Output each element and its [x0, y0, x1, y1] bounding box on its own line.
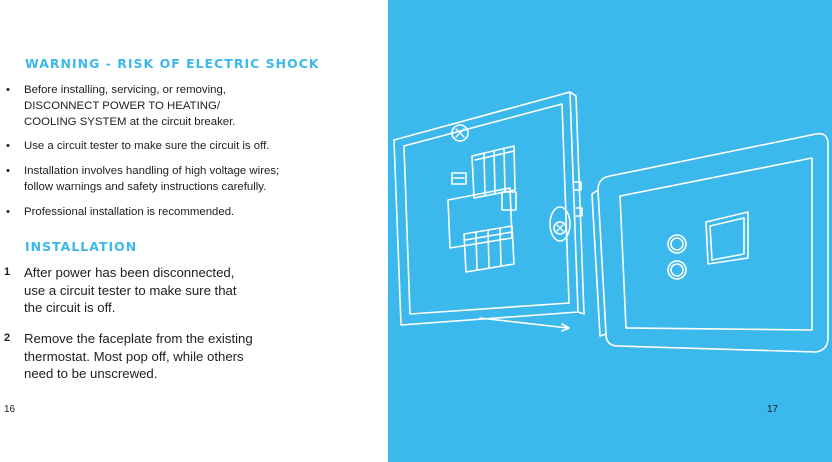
bullet-line: DISCONNECT POWER TO HEATING/	[24, 100, 220, 112]
button-icon	[667, 234, 687, 254]
left-page: WARNING - RISK OF ELECTRIC SHOCK • Befor…	[0, 0, 388, 462]
arrow-icon	[479, 317, 569, 329]
step-line: Remove the faceplate from the existing	[24, 331, 253, 346]
step-line: need to be unscrewed.	[24, 366, 158, 381]
wall-plate	[393, 91, 579, 326]
installation-step-1: 1 After power has been disconnected, use…	[0, 264, 340, 317]
bullet-dot: •	[6, 84, 10, 96]
bullet-line: Professional installation is recommended…	[24, 206, 235, 218]
bullet-dot: •	[6, 140, 10, 152]
installation-heading: INSTALLATION	[25, 239, 138, 254]
warning-bullet: • Before installing, servicing, or remov…	[0, 82, 340, 130]
right-page: 17	[388, 0, 832, 462]
page-number-right: 17	[767, 404, 779, 415]
terminal-block	[463, 225, 515, 273]
page-number-left: 16	[4, 404, 16, 415]
terminal-block	[471, 145, 516, 199]
switch-icon	[451, 172, 467, 185]
warning-bullet: • Use a circuit tester to make sure the …	[0, 138, 340, 154]
screw-icon	[451, 124, 469, 142]
step-number: 1	[4, 266, 11, 278]
warning-bullet: • Professional installation is recommend…	[0, 204, 340, 220]
warning-bullet: • Installation involves handling of high…	[0, 163, 340, 195]
bullet-dot: •	[6, 165, 10, 177]
faceplate	[597, 132, 829, 353]
step-line: After power has been disconnected,	[24, 265, 235, 280]
bullet-line: Installation involves handling of high v…	[24, 165, 280, 177]
screw-icon	[549, 206, 571, 242]
warning-list: • Before installing, servicing, or remov…	[0, 82, 340, 220]
thermostat-faceplate-removal-icon	[393, 91, 829, 353]
step-item: 2 Remove the faceplate from the existing…	[0, 330, 294, 383]
step-line: use a circuit tester to make sure that	[24, 282, 237, 298]
step-line: thermostat. Most pop off, while others	[24, 348, 244, 364]
installation-step-2: 2 Remove the faceplate from the existing…	[0, 330, 340, 383]
wall-plate-inner	[403, 103, 570, 315]
step-line: the circuit is off.	[24, 300, 116, 315]
bullet-line: Use a circuit tester to make sure the ci…	[24, 140, 270, 152]
bullet-line: Before installing, servicing, or removin…	[24, 84, 226, 96]
bullet-line: follow warnings and safety instructions …	[24, 181, 267, 193]
warning-heading: WARNING - RISK OF ELECTRIC SHOCK	[25, 56, 320, 71]
display-window	[705, 211, 749, 265]
step-item: 1 After power has been disconnected, use…	[0, 264, 294, 317]
button-icon	[667, 260, 687, 280]
step-number: 2	[4, 332, 11, 344]
bullet-line: COOLING SYSTEM at the circuit breaker.	[24, 116, 236, 128]
bullet-dot: •	[6, 206, 10, 218]
